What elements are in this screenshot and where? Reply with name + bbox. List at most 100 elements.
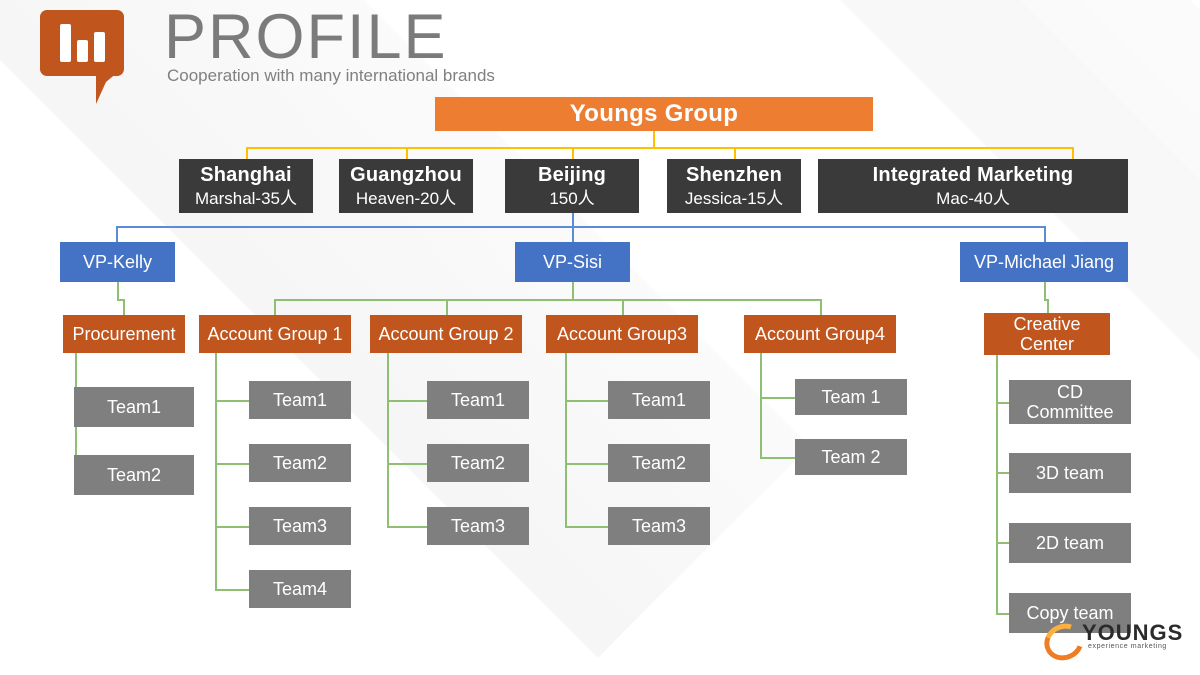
connector-team-branch — [387, 400, 428, 402]
connector-vp-drop — [1044, 226, 1046, 242]
connector-team-spine — [215, 353, 217, 589]
page-subtitle: Cooperation with many international bran… — [167, 66, 495, 85]
org-node-dept-account-group-2[interactable]: Account Group 2 — [370, 315, 522, 353]
connector-dept-elbow — [1044, 299, 1049, 301]
connector-office-drop — [1072, 147, 1074, 159]
org-node-dept-creative-center[interactable]: Creative Center — [984, 313, 1110, 355]
org-node-dept-account-group-3[interactable]: Account Group3 — [546, 315, 698, 353]
connector-team-branch — [565, 463, 609, 465]
background-diagonal-band — [1190, 0, 1200, 675]
connector-vp-bus — [116, 226, 1045, 228]
connector-team-branch — [215, 463, 250, 465]
org-node-team[interactable]: 2D team — [1009, 523, 1131, 563]
connector-team-branch — [760, 457, 800, 459]
org-node-team[interactable]: Team3 — [608, 507, 710, 545]
connector-team-branch — [996, 402, 1010, 404]
org-node-team[interactable]: Team1 — [608, 381, 710, 419]
org-node-team[interactable]: Team3 — [427, 507, 529, 545]
connector-team-spine — [996, 355, 998, 614]
office-name: Shanghai — [200, 164, 292, 187]
org-node-team[interactable]: Team2 — [427, 444, 529, 482]
office-detail: Heaven-20人 — [355, 188, 457, 208]
connector-dept-bus — [274, 299, 822, 301]
org-node-vp-kelly[interactable]: VP-Kelly — [60, 242, 175, 282]
org-node-office-shanghai[interactable]: Shanghai Marshal-35人 — [179, 159, 313, 213]
connector-team-spine — [387, 353, 389, 526]
org-node-office-shenzhen[interactable]: Shenzhen Jessica-15人 — [667, 159, 801, 213]
connector-team-branch — [996, 472, 1010, 474]
connector-dept-elbow — [117, 299, 124, 301]
org-node-team[interactable]: Copy team — [1009, 593, 1131, 633]
bar-chart-speech-bubble-icon — [40, 10, 124, 104]
org-node-team[interactable]: Team 1 — [795, 379, 907, 415]
org-node-office-guangzhou[interactable]: Guangzhou Heaven-20人 — [339, 159, 473, 213]
connector-team-branch — [215, 400, 250, 402]
org-node-team[interactable]: Team1 — [249, 381, 351, 419]
connector-dept-stem — [1044, 282, 1046, 299]
connector-office-drop — [406, 147, 408, 159]
connector-root-stem — [653, 131, 655, 148]
org-node-dept-procurement[interactable]: Procurement — [63, 315, 185, 353]
org-node-team[interactable]: Team1 — [74, 387, 194, 427]
connector-dept-drop — [123, 299, 125, 315]
org-node-team[interactable]: Team1 — [427, 381, 529, 419]
connector-office-drop — [246, 147, 248, 159]
connector-vp-stem — [572, 213, 574, 226]
org-node-root[interactable]: Youngs Group — [435, 97, 873, 131]
youngs-watermark-logo: YOUNGS experience marketing — [1038, 617, 1190, 667]
team-label-line2: Committee — [1026, 402, 1114, 422]
org-node-team[interactable]: Team3 — [249, 507, 351, 545]
org-node-team[interactable]: Team2 — [74, 455, 194, 495]
office-detail: 150人 — [549, 188, 595, 208]
connector-team-branch — [387, 526, 428, 528]
org-node-vp-michael-jiang[interactable]: VP-Michael Jiang — [960, 242, 1128, 282]
connector-dept-drop — [446, 299, 448, 315]
connector-office-drop — [734, 147, 736, 159]
connector-team-branch — [565, 526, 609, 528]
org-node-dept-account-group-4[interactable]: Account Group4 — [744, 315, 896, 353]
connector-team-branch — [215, 589, 250, 591]
slide-header: PROFILE Cooperation with many internatio… — [0, 0, 620, 104]
office-detail: Jessica-15人 — [684, 188, 784, 208]
org-node-team[interactable]: Team2 — [608, 444, 710, 482]
org-node-office-integrated-marketing[interactable]: Integrated Marketing Mac-40人 — [818, 159, 1128, 213]
org-node-office-beijing[interactable]: Beijing 150人 — [505, 159, 639, 213]
office-detail: Mac-40人 — [936, 188, 1010, 208]
connector-office-bus — [246, 147, 1072, 149]
office-name: Shenzhen — [685, 164, 783, 187]
connector-dept-stem — [572, 282, 574, 299]
org-node-team[interactable]: Team 2 — [795, 439, 907, 475]
connector-office-drop — [572, 147, 574, 159]
connector-team-branch — [996, 613, 1010, 615]
org-node-dept-account-group-1[interactable]: Account Group 1 — [199, 315, 351, 353]
org-node-team[interactable]: Team4 — [249, 570, 351, 608]
connector-dept-drop — [274, 299, 276, 315]
connector-vp-drop — [572, 226, 574, 242]
connector-team-branch — [215, 526, 250, 528]
team-label-line1: CD — [1057, 381, 1083, 402]
office-detail: Marshal-35人 — [194, 188, 298, 208]
org-node-team[interactable]: 3D team — [1009, 453, 1131, 493]
office-name: Integrated Marketing — [872, 164, 1074, 187]
office-name: Beijing — [537, 164, 607, 187]
dept-label-line1: Creative — [1013, 313, 1081, 334]
page-title: PROFILE — [164, 2, 448, 72]
watermark-tagline: experience marketing — [1088, 643, 1167, 650]
connector-dept-drop — [820, 299, 822, 315]
connector-dept-drop — [622, 299, 624, 315]
connector-team-branch — [996, 542, 1010, 544]
watermark-wordmark: YOUNGS — [1082, 620, 1184, 645]
connector-dept-stem — [117, 282, 119, 299]
connector-dept-drop — [1047, 299, 1049, 313]
connector-team-branch — [387, 463, 428, 465]
org-node-team[interactable]: Team2 — [249, 444, 351, 482]
org-node-vp-sisi[interactable]: VP-Sisi — [515, 242, 630, 282]
connector-team-branch — [565, 400, 609, 402]
connector-team-branch — [760, 397, 800, 399]
org-node-team-cd-committee[interactable]: CD Committee — [1009, 380, 1131, 424]
connector-team-spine — [565, 353, 567, 526]
connector-team-spine — [760, 353, 762, 457]
office-name: Guangzhou — [350, 164, 462, 187]
connector-vp-drop — [116, 226, 118, 242]
